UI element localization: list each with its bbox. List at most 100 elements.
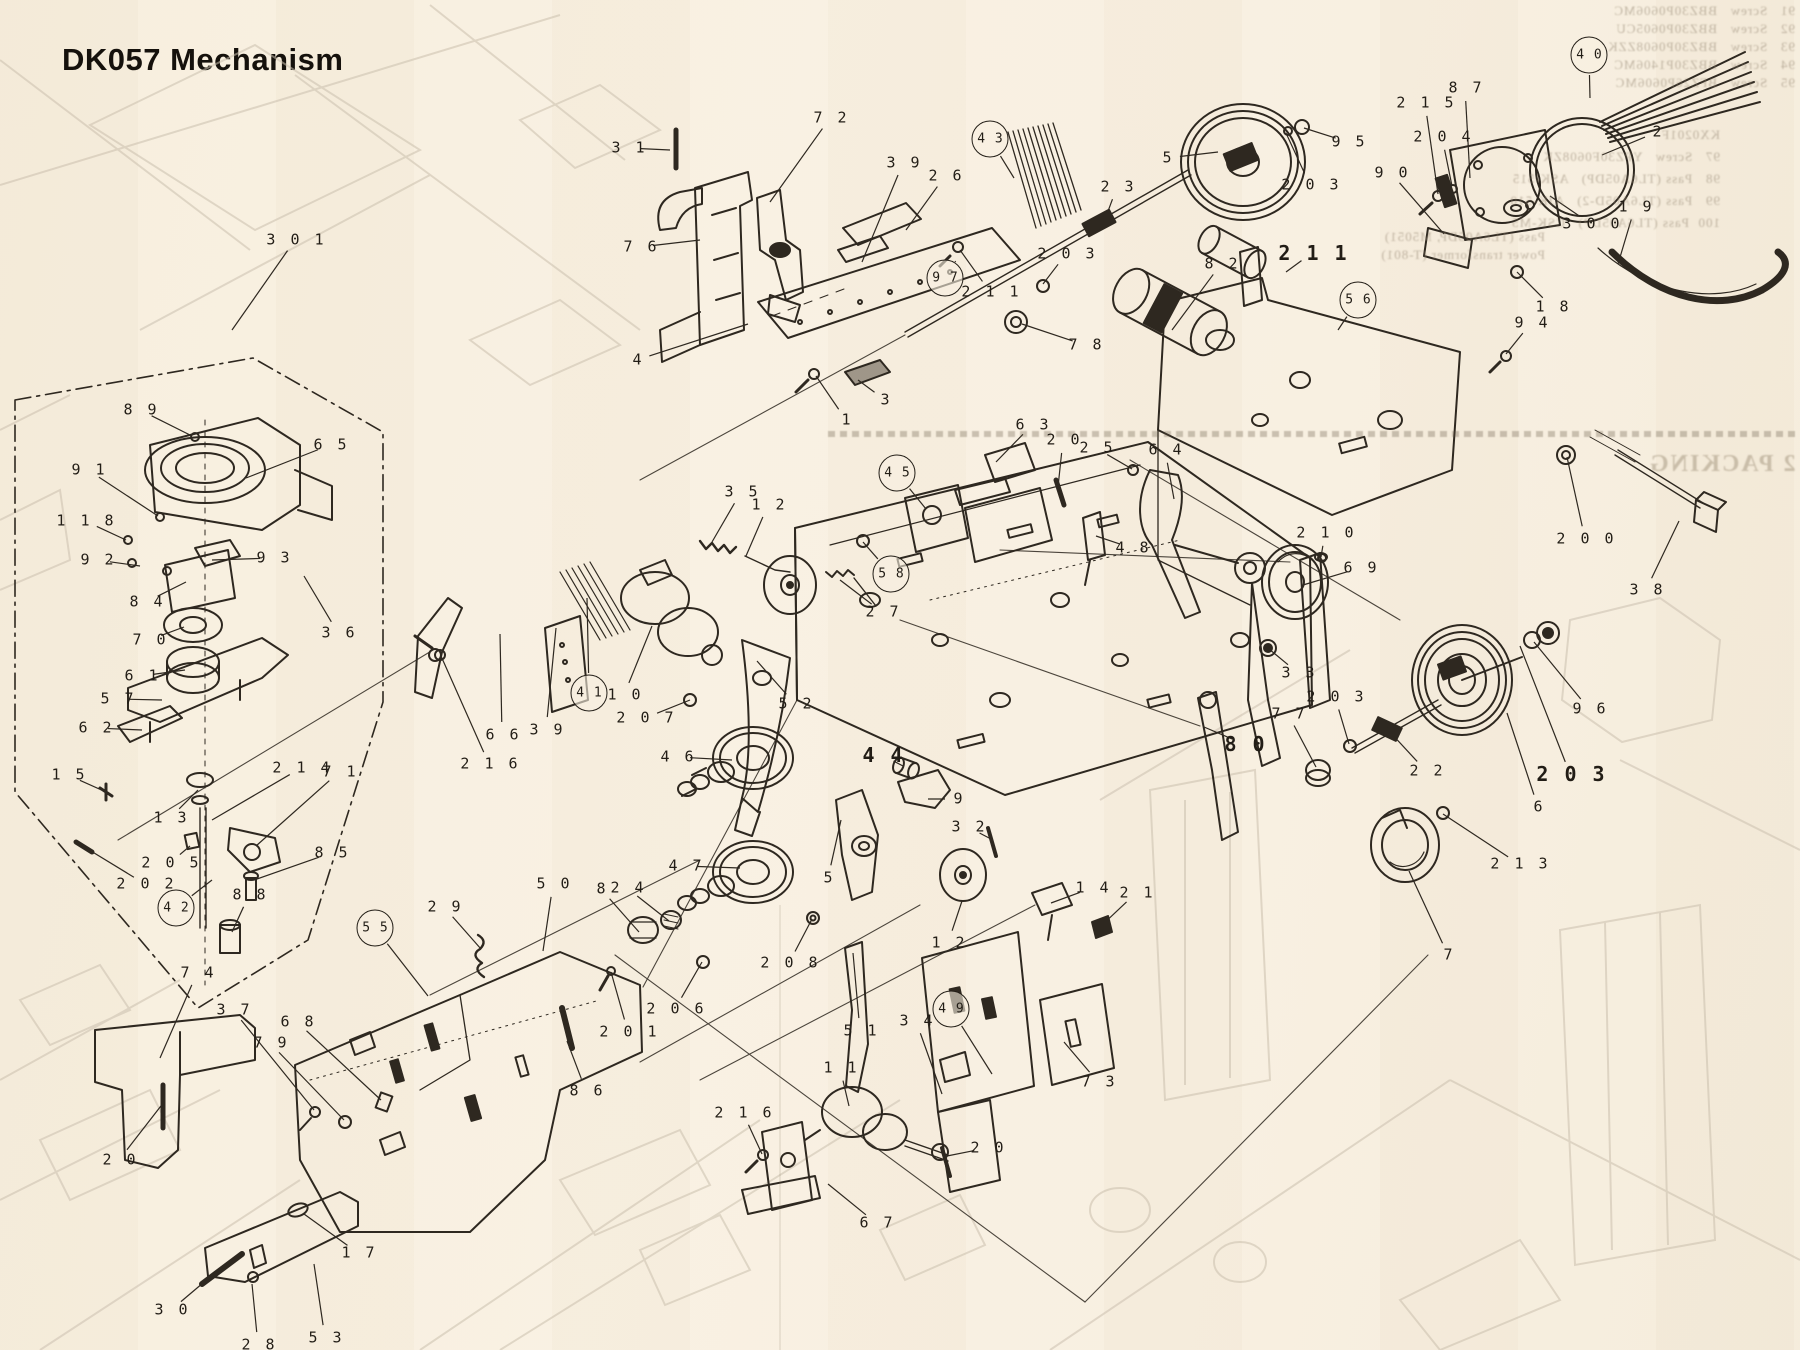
- part-callout: 2 5: [1079, 438, 1116, 457]
- part-callout: 2 4: [610, 878, 647, 897]
- construction-lines: [117, 334, 1429, 1303]
- part-callout: 8 6: [569, 1081, 606, 1100]
- right-chassis: [1157, 246, 1461, 709]
- part-callout: 1 3: [153, 808, 190, 827]
- part-callout: 5 3: [308, 1328, 345, 1347]
- part-callout: 5 0: [536, 874, 573, 893]
- part-callout: 8 2: [1204, 254, 1241, 273]
- pinch-roller-82: [1112, 224, 1267, 357]
- part-callout: 2 6: [928, 166, 965, 185]
- part-callout: 1 2: [931, 933, 968, 952]
- part-callout: 6 7: [859, 1213, 896, 1232]
- part-callout: 2 0: [1046, 430, 1083, 449]
- inset-boundary: [14, 357, 384, 1009]
- part-callout: 3 7: [216, 1000, 253, 1019]
- part-callout: 9: [953, 789, 966, 808]
- part-callout: 3 2: [951, 817, 988, 836]
- part-callout: 7 9: [253, 1033, 290, 1052]
- pcb-39: [757, 202, 1021, 339]
- idler-and-levers: [835, 756, 1113, 1093]
- part-callout: 3 0 1: [266, 230, 327, 249]
- ribbon-cable-43: [1007, 122, 1082, 229]
- reel-table-47: [677, 840, 794, 911]
- part-callout: 4 0: [1570, 36, 1608, 74]
- part-callout: 3 9: [529, 720, 566, 739]
- leader-lines: [79, 74, 1680, 1333]
- part-callout: 4 2: [157, 889, 195, 927]
- part-callout: 7 3: [1081, 1072, 1118, 1091]
- misc-fasteners: [683, 553, 1327, 707]
- bracket-76: [657, 127, 753, 363]
- part-callout: 5: [823, 868, 836, 887]
- part-callout: 4 7: [668, 856, 705, 875]
- part-callout: 5 7: [100, 689, 137, 708]
- flywheel-top: [1180, 103, 1310, 221]
- part-callout: 2 1 6: [714, 1103, 775, 1122]
- part-callout: 8 7: [1448, 78, 1485, 97]
- part-callout: 7: [1443, 945, 1456, 964]
- part-callout: 6 2: [78, 718, 115, 737]
- part-callout: 7 0: [132, 630, 169, 649]
- part-callout: 2 0 6: [646, 999, 707, 1018]
- part-callout: 1 7: [341, 1243, 378, 1262]
- part-callout: 2 9: [427, 897, 464, 916]
- part-callout: 2 0 7: [616, 708, 677, 727]
- part-callout: 3 8: [1629, 580, 1666, 599]
- part-callout: 7 6: [623, 237, 660, 256]
- part-callout: 3 1: [611, 138, 648, 157]
- part-callout: 1: [841, 410, 854, 429]
- part-callout: 4 8: [1115, 538, 1152, 557]
- part-callout: 2 8: [241, 1335, 278, 1350]
- scan-artifact-band: [828, 431, 1800, 437]
- part-callout: 3 9: [886, 153, 923, 172]
- part-callout: 3: [880, 390, 893, 409]
- part-callout: 5 6: [1339, 281, 1377, 319]
- part-callout: 2 0 2: [116, 874, 177, 893]
- part-callout: 2 1 1: [1278, 241, 1349, 265]
- part-callout: 4 1: [570, 674, 608, 712]
- part-callout: 4 9: [932, 990, 970, 1028]
- part-callout: 1 1 8: [56, 511, 117, 530]
- part-callout: 9 3: [256, 548, 293, 567]
- part-callout: 1 9: [1618, 197, 1655, 216]
- capstan-shaft: [794, 169, 1192, 394]
- part-callout: 2 0 0: [1556, 529, 1617, 548]
- part-callout: 8 4: [129, 592, 166, 611]
- part-callout: 4 3: [971, 120, 1009, 158]
- part-callout: 9 4: [1514, 313, 1551, 332]
- part-callout: 8: [596, 879, 609, 898]
- lever-72: [756, 189, 804, 323]
- part-callout: 2 0 3: [1037, 244, 1098, 263]
- part-callout: 4: [632, 350, 645, 369]
- part-callout: 1 0: [607, 685, 644, 704]
- part-callout: 8 9: [123, 400, 160, 419]
- part-callout: 5: [1162, 148, 1175, 167]
- part-callout: 1 8: [1535, 297, 1572, 316]
- part-callout: 2 0 4: [1413, 127, 1474, 146]
- part-callout: 6 8: [280, 1012, 317, 1031]
- mode-arm-64: [1139, 469, 1281, 767]
- cam-lever-group: [413, 477, 1011, 837]
- part-callout: 3 0: [154, 1300, 191, 1319]
- part-callout: 6 6: [485, 725, 522, 744]
- part-callout: 2: [1652, 122, 1665, 141]
- part-callout: 6 5: [313, 435, 350, 454]
- right-drive-train: [1197, 429, 1727, 883]
- part-callout: 4 4: [862, 743, 905, 767]
- part-callout: 2 1 6: [460, 754, 521, 773]
- part-callout: 2 0 1: [599, 1022, 660, 1041]
- part-callout: 1 4: [1075, 878, 1112, 897]
- part-callout: 3 0 0: [1562, 214, 1623, 233]
- clutch-parts: [598, 910, 820, 992]
- part-callout: 2 0: [102, 1150, 139, 1169]
- part-callout: 2 0 3: [1536, 762, 1607, 786]
- part-callout: 3 3: [1281, 663, 1318, 682]
- part-callout: 6: [1533, 797, 1546, 816]
- part-callout: 7 1: [322, 762, 359, 781]
- part-callout: 2 1 1: [961, 282, 1022, 301]
- part-callout: 6 4: [1148, 440, 1185, 459]
- part-callout: 2 2: [1409, 761, 1446, 780]
- part-callout: 2 1 3: [1490, 854, 1551, 873]
- part-callout: 1 2: [751, 495, 788, 514]
